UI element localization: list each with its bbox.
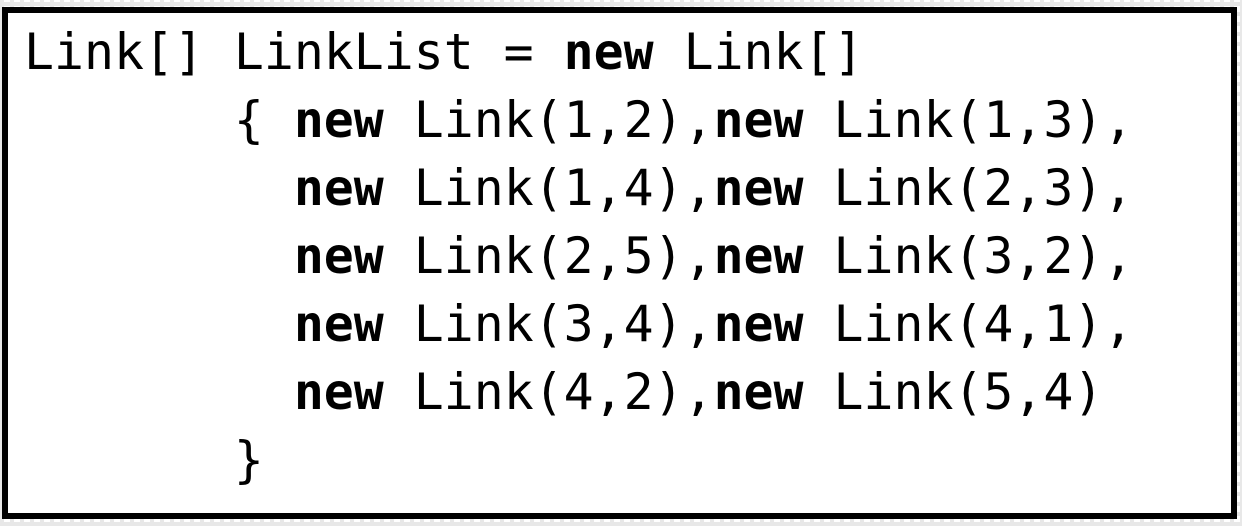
code-text: Link[] bbox=[653, 23, 864, 81]
code-line: Link[] LinkList = new Link[] bbox=[24, 18, 1231, 86]
code-text bbox=[24, 227, 294, 285]
code-text bbox=[24, 295, 294, 353]
code-text: } bbox=[24, 431, 264, 489]
keyword-new: new bbox=[293, 295, 384, 353]
keyword-new: new bbox=[293, 91, 384, 149]
code-line: new Link(1,4),new Link(2,3), bbox=[24, 154, 1231, 222]
code-text: Link(1,2), bbox=[383, 91, 714, 149]
keyword-new: new bbox=[563, 23, 654, 81]
code-line: { new Link(1,2),new Link(1,3), bbox=[24, 86, 1231, 154]
code-text: Link(4,2), bbox=[383, 363, 714, 421]
code-text: Link(1,3), bbox=[803, 91, 1134, 149]
code-text: { bbox=[24, 91, 294, 149]
code-line: new Link(2,5),new Link(3,2), bbox=[24, 222, 1231, 290]
code-snippet-box: Link[] LinkList = new Link[] { new Link(… bbox=[2, 7, 1237, 519]
keyword-new: new bbox=[713, 363, 804, 421]
code-line: new Link(3,4),new Link(4,1), bbox=[24, 290, 1231, 358]
code-text: Link[] LinkList = bbox=[24, 23, 564, 81]
keyword-new: new bbox=[713, 91, 804, 149]
code-lines: Link[] LinkList = new Link[] { new Link(… bbox=[24, 18, 1231, 494]
keyword-new: new bbox=[713, 227, 804, 285]
code-text: Link(2,5), bbox=[383, 227, 714, 285]
code-line: new Link(4,2),new Link(5,4) bbox=[24, 358, 1231, 426]
code-text: Link(2,3), bbox=[803, 159, 1134, 217]
keyword-new: new bbox=[293, 227, 384, 285]
keyword-new: new bbox=[713, 295, 804, 353]
keyword-new: new bbox=[293, 363, 384, 421]
code-text: Link(3,2), bbox=[803, 227, 1134, 285]
code-text bbox=[24, 159, 294, 217]
code-text: Link(4,1), bbox=[803, 295, 1134, 353]
code-line: } bbox=[24, 426, 1231, 494]
code-text bbox=[24, 363, 294, 421]
code-text: Link(5,4) bbox=[803, 363, 1104, 421]
code-text: Link(3,4), bbox=[383, 295, 714, 353]
keyword-new: new bbox=[713, 159, 804, 217]
code-text: Link(1,4), bbox=[383, 159, 714, 217]
keyword-new: new bbox=[293, 159, 384, 217]
